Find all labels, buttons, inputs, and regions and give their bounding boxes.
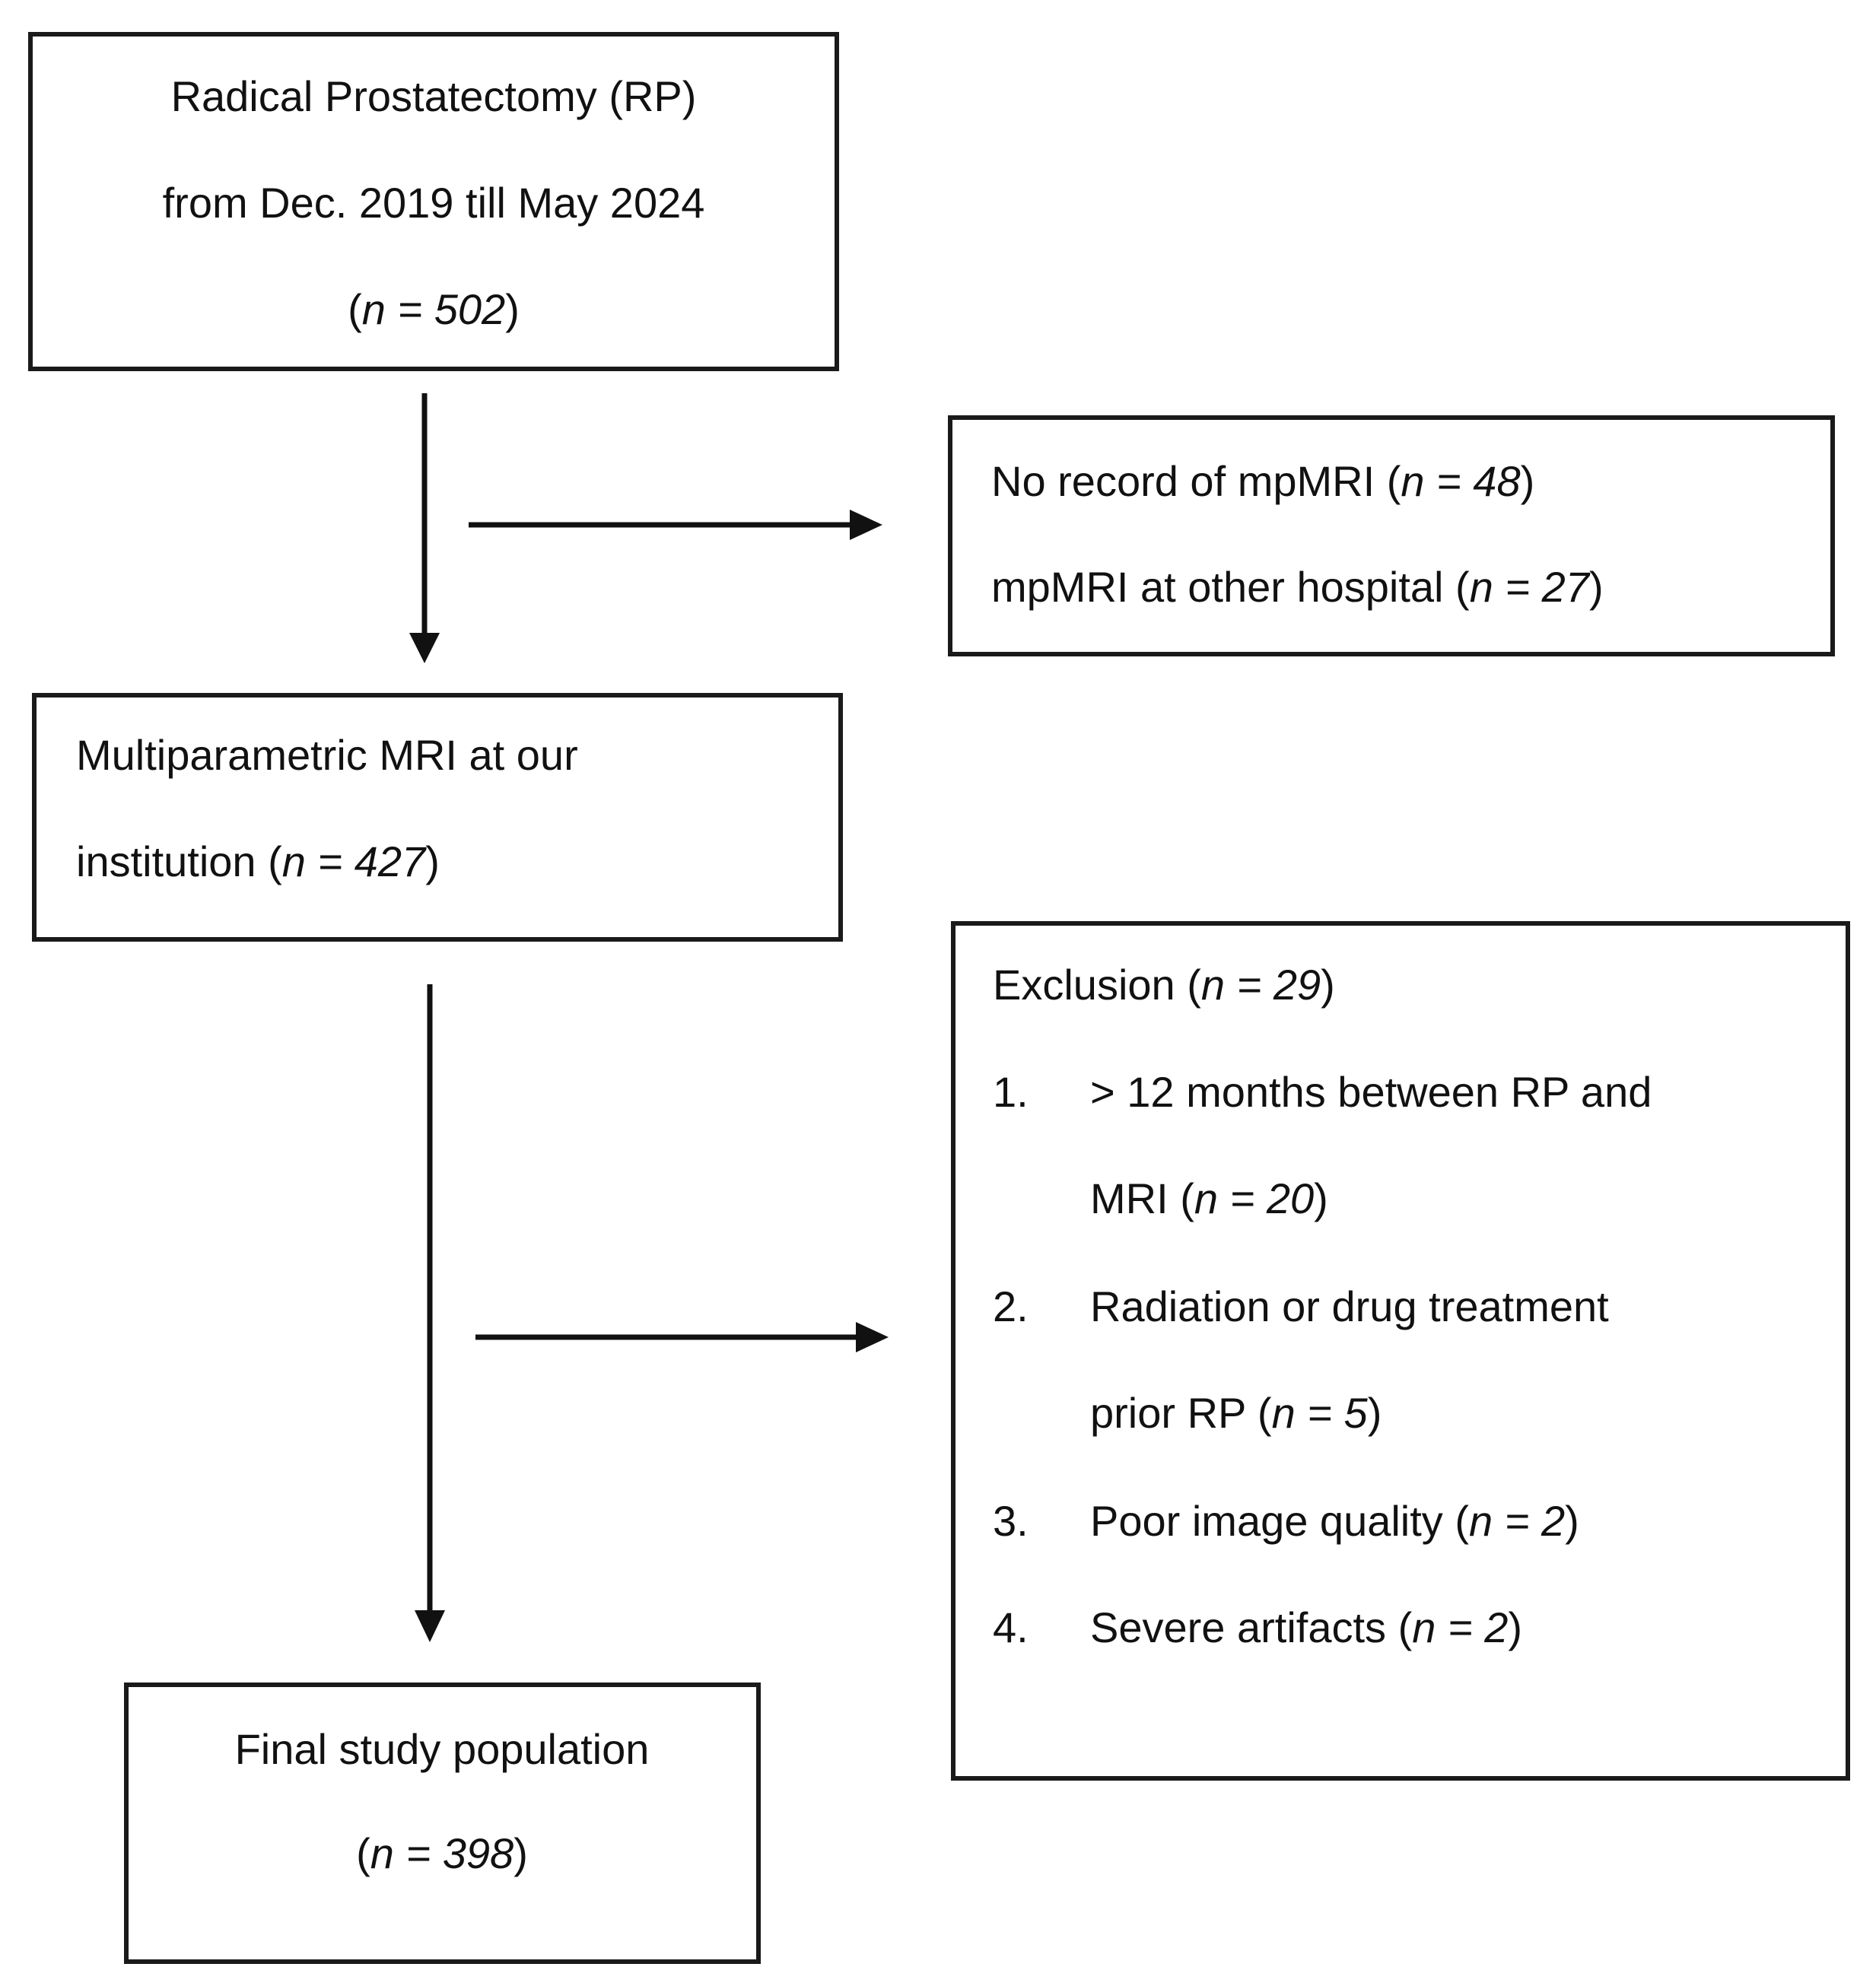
box-final-population <box>124 1683 761 1964</box>
excluded-line-1: No record of mpMRI (n = 48) <box>991 457 1535 505</box>
box-radical-prostatectomy <box>28 32 839 371</box>
excluded-line-2: mpMRI at other hospital (n = 27) <box>991 563 1604 611</box>
box-mri-institution <box>32 693 843 942</box>
exclusion-item-1-line-1: > 12 months between RP and <box>1090 1068 1652 1116</box>
box-excluded-mri <box>948 415 1835 656</box>
exclusion-item-2-line-2: prior RP (n = 5) <box>1090 1389 1382 1437</box>
exclusion-title: Exclusion (n = 29) <box>993 961 1335 1009</box>
rp-line-3: (n = 502) <box>348 285 520 333</box>
exclusion-item-3-line-1: Poor image quality (n = 2) <box>1090 1497 1579 1545</box>
final-line-2: (n = 398) <box>356 1829 528 1877</box>
box-exclusion <box>951 921 1850 1781</box>
final-line-1: Final study population <box>234 1725 650 1773</box>
exclusion-item-3-number: 3. <box>993 1497 1029 1545</box>
exclusion-item-1-number: 1. <box>993 1068 1029 1116</box>
mri-line-2: institution (n = 427) <box>76 837 440 885</box>
exclusion-item-4-number: 4. <box>993 1603 1029 1651</box>
arrow-right-2 <box>475 1322 889 1352</box>
arrow-down-2 <box>415 984 445 1642</box>
rp-line-2: from Dec. 2019 till May 2024 <box>162 179 705 227</box>
exclusion-item-2-line-1: Radiation or drug treatment <box>1090 1282 1609 1330</box>
arrow-down-1 <box>409 393 440 663</box>
rp-line-1: Radical Prostatectomy (RP) <box>170 72 697 120</box>
arrow-right-1 <box>469 510 882 540</box>
exclusion-item-1-line-2: MRI (n = 20) <box>1090 1174 1328 1222</box>
exclusion-item-4-line-1: Severe artifacts (n = 2) <box>1090 1603 1523 1651</box>
exclusion-item-2-number: 2. <box>993 1282 1029 1330</box>
mri-line-1: Multiparametric MRI at our <box>76 731 578 779</box>
